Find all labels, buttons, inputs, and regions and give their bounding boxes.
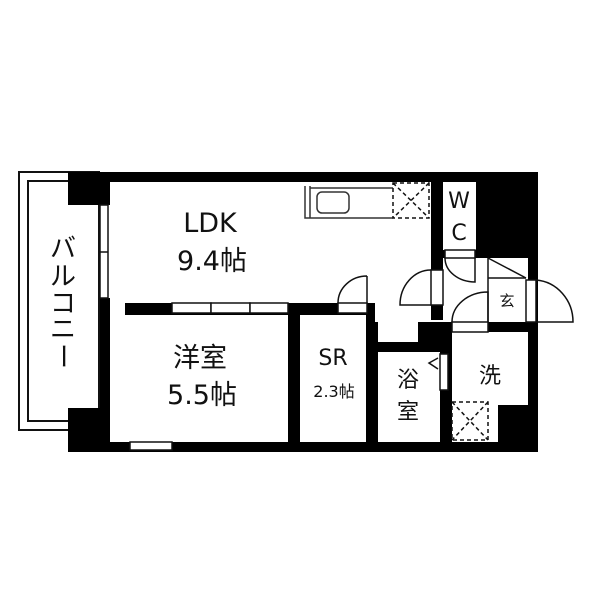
wash-door-swing — [451, 291, 489, 323]
bathroom-label-2: 室 — [397, 400, 419, 425]
western-window-bottom — [129, 441, 173, 451]
entrance-door-swing — [535, 279, 574, 323]
balcony-label: バ ル コ ニ ー — [47, 234, 77, 369]
washroom-floor — [452, 332, 498, 442]
western-room-area: 5.5帖 — [167, 380, 237, 411]
kitchen-counter — [304, 186, 393, 219]
room-floors — [110, 182, 526, 442]
svg-text:ニ: ニ — [50, 315, 76, 345]
ldk-door-swing — [399, 269, 432, 306]
refrigerator-space-icon — [392, 182, 430, 219]
service-room-floor — [300, 315, 366, 442]
toilet-label-1: W — [448, 189, 470, 214]
entrance-label: 玄 — [499, 292, 514, 310]
wc-door-swing — [444, 257, 476, 283]
svg-text:バ: バ — [50, 234, 76, 264]
service-room-area: 2.3帖 — [313, 382, 354, 401]
bath-vent-icon — [427, 357, 439, 370]
washroom-label: 洗 — [479, 364, 501, 389]
ldk-floor — [110, 182, 431, 303]
entrance-details — [487, 257, 527, 322]
sr-door-swing — [337, 275, 368, 304]
doors — [337, 249, 574, 391]
toilet-floor — [443, 182, 476, 250]
toilet-label-2: C — [451, 221, 466, 246]
sliding-doors — [171, 302, 289, 314]
sink-icon — [316, 191, 350, 214]
western-room-floor — [110, 315, 288, 442]
svg-text:ル: ル — [50, 262, 76, 292]
service-room-label: SR — [318, 346, 347, 371]
ldk-area: 9.4帖 — [177, 246, 247, 277]
bathroom-floor — [378, 352, 440, 442]
windows — [99, 204, 173, 451]
hallway-floor — [443, 258, 488, 322]
svg-text:ー: ー — [47, 343, 77, 369]
balcony — [18, 171, 100, 431]
svg-text:コ: コ — [50, 289, 76, 319]
western-room-label: 洋室 — [173, 343, 227, 374]
bathroom-label-1: 浴 — [397, 368, 419, 393]
ldk-label: LDK — [183, 208, 238, 239]
washer-space-icon — [451, 401, 489, 441]
